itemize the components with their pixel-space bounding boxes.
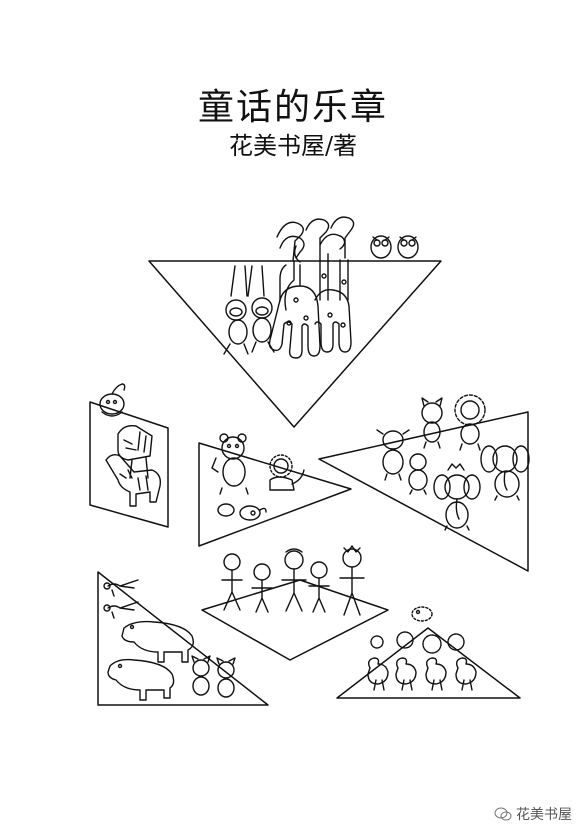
center-diamond-panel xyxy=(201,579,389,661)
bottom-right-triangle-panel xyxy=(336,627,521,699)
giraffe-icon xyxy=(268,216,355,359)
left-parallelogram-panel xyxy=(89,401,169,528)
cat-icon xyxy=(191,655,236,698)
watermark: 花美书屋 xyxy=(494,804,572,824)
cat-icon xyxy=(421,397,443,449)
bird-icon xyxy=(103,579,139,619)
wechat-icon xyxy=(494,807,512,821)
pig-icon xyxy=(107,620,195,701)
pig-icon xyxy=(217,503,267,521)
monkey-icon xyxy=(223,265,275,355)
zebra-icon xyxy=(105,424,162,507)
elephant-icon xyxy=(433,445,530,531)
watermark-text: 花美书屋 xyxy=(516,807,572,823)
bottom-left-triangle-panel xyxy=(97,571,269,706)
right-triangle-panel xyxy=(318,411,529,572)
bear-icon xyxy=(211,433,249,495)
cow-icon xyxy=(376,429,428,495)
book-title: 童话的乐章 xyxy=(197,87,388,128)
author-line: 花美书屋/著 xyxy=(228,132,358,160)
lion-icon xyxy=(269,454,305,491)
top-triangle-panel xyxy=(148,260,442,428)
lion-icon xyxy=(454,394,486,451)
middle-triangle-panel xyxy=(198,442,352,547)
bird-icon xyxy=(99,383,126,417)
hedgehog-icon xyxy=(411,606,433,622)
chicken-icon xyxy=(367,657,477,691)
flower-icon xyxy=(370,631,465,654)
owl-icon xyxy=(370,235,419,259)
stick-figure-icon xyxy=(221,545,365,616)
